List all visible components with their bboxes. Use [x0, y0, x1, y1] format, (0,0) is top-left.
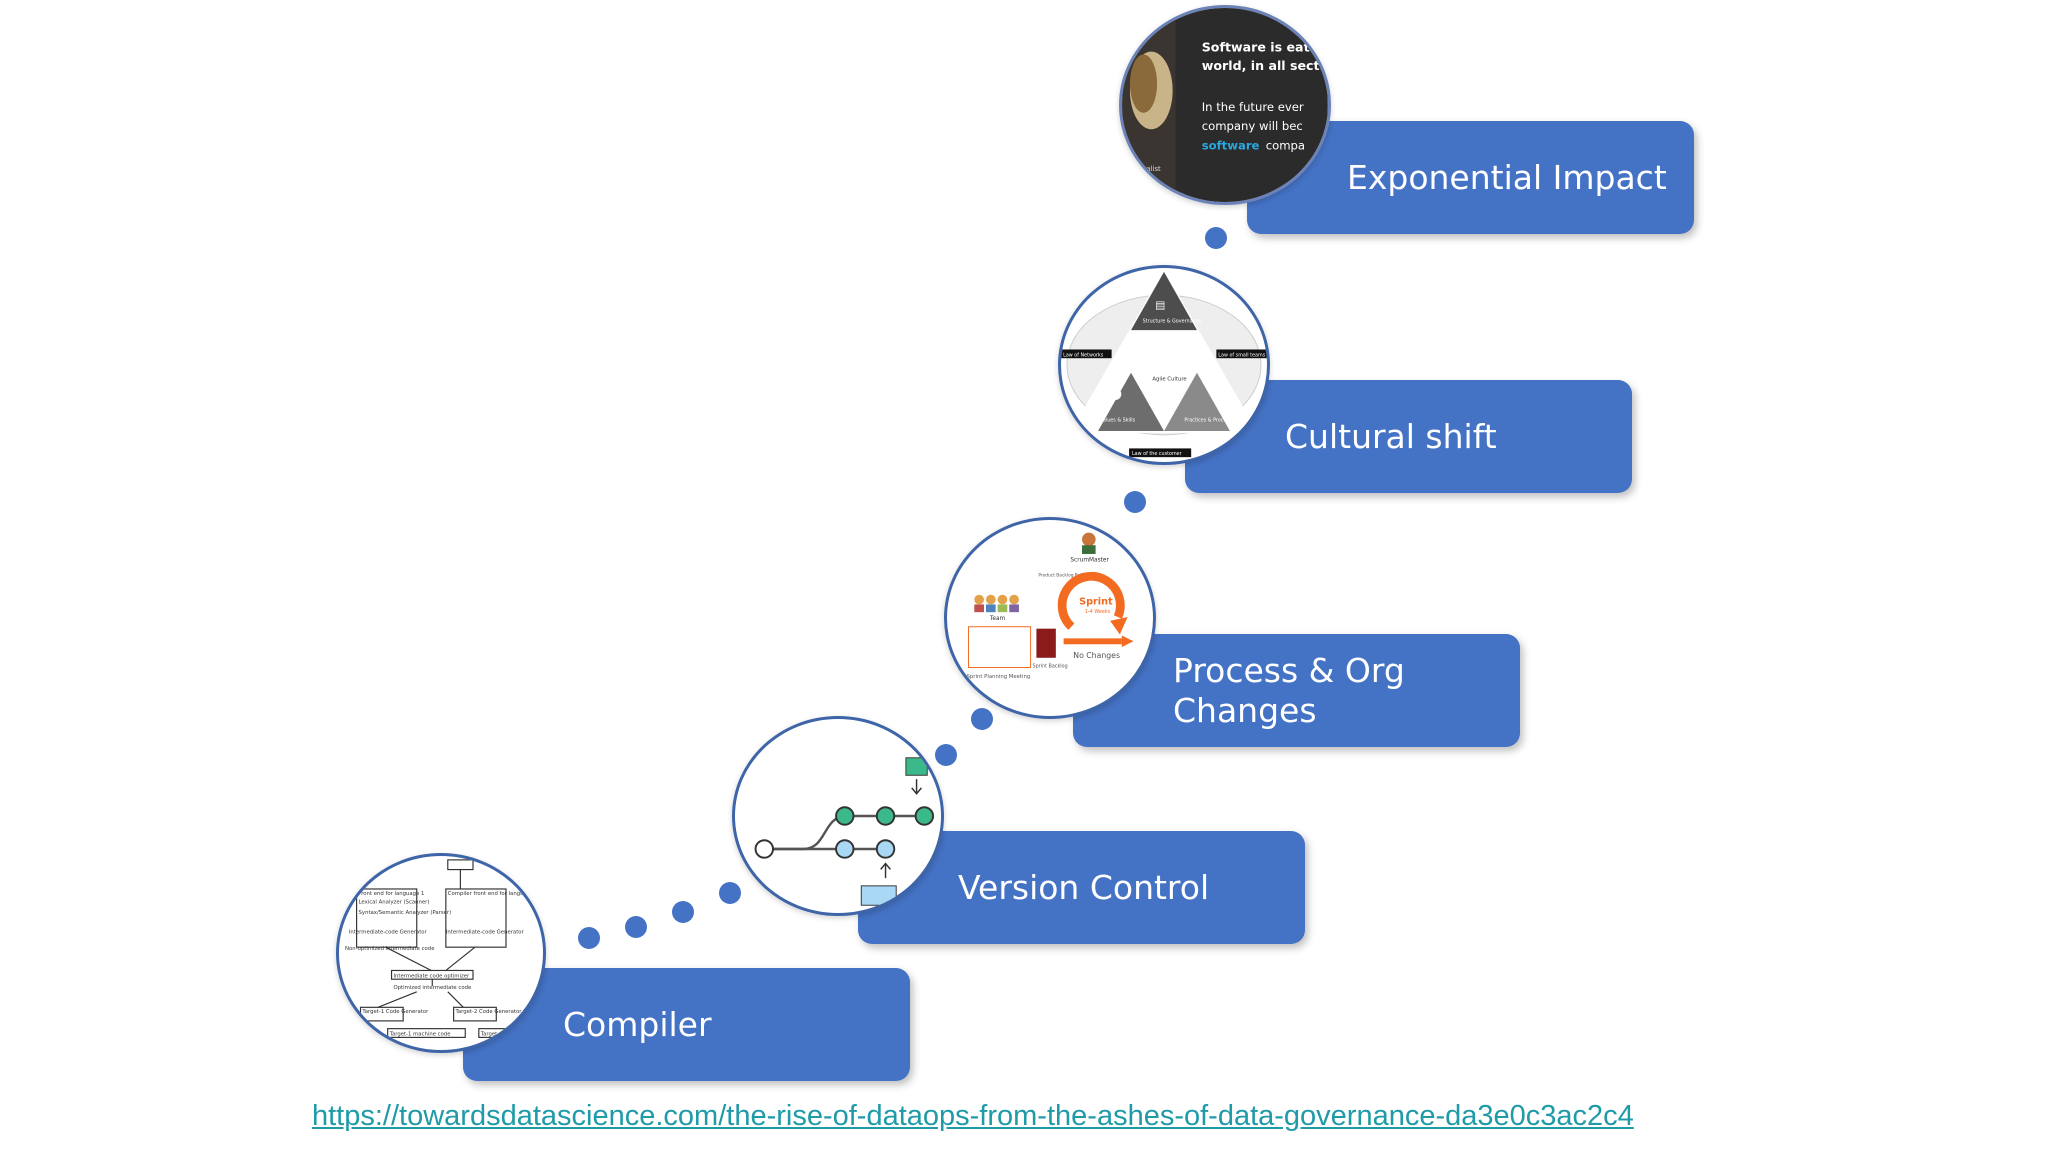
step-label: Exponential Impact — [1347, 157, 1667, 197]
svg-text:Team: Team — [989, 616, 1006, 622]
connector-dot — [578, 927, 600, 949]
svg-text:Intermediate-code Generator: Intermediate-code Generator — [349, 930, 428, 936]
svg-text:software: software — [1202, 139, 1260, 153]
connector-dot — [971, 708, 993, 730]
svg-text:Compiler front end for languag: Compiler front end for language — [448, 891, 534, 897]
svg-text:Target: Target — [480, 1031, 497, 1037]
svg-text:Intermediate-code Generator: Intermediate-code Generator — [446, 930, 525, 936]
connector-dot — [719, 882, 741, 904]
agile-culture-thumbnail: ▤ Structure & Governance Agile Culture V… — [1058, 265, 1270, 465]
svg-text:Structure & Governance: Structure & Governance — [1143, 318, 1202, 324]
step-label: Compiler — [563, 1004, 712, 1044]
svg-text:pitalist: pitalist — [1138, 165, 1161, 173]
svg-text:Intermediate code optimizer: Intermediate code optimizer — [393, 973, 470, 979]
svg-text:Non-optimized intermediate cod: Non-optimized intermediate code — [345, 946, 435, 952]
svg-text:Target-2 Code Generator: Target-2 Code Generator — [455, 1009, 523, 1015]
quote-thumbnail: Software is eat world, in all sect In th… — [1119, 5, 1331, 205]
connector-dot — [625, 916, 647, 938]
connector-dot — [1124, 491, 1146, 513]
svg-text:In the future ever: In the future ever — [1202, 100, 1304, 114]
svg-text:ScrumMaster: ScrumMaster — [1070, 558, 1109, 564]
svg-text:Sprint Planning Meeting: Sprint Planning Meeting — [967, 674, 1031, 680]
svg-text:Product Backlog Refinement: Product Backlog Refinement — [1038, 572, 1100, 578]
svg-text:Optimized intermediate code: Optimized intermediate code — [393, 985, 471, 991]
svg-text:Law of the customer: Law of the customer — [1132, 451, 1182, 457]
svg-text:company will bec: company will bec — [1202, 119, 1303, 133]
svg-text:Sprint Backlog: Sprint Backlog — [1033, 663, 1068, 669]
connector-dot — [935, 744, 957, 766]
scrum-sprint-image: ScrumMaster Product Backlog Refinement S… — [967, 532, 1134, 680]
compiler-thumbnail: Front end for language 1 Lexical Analyze… — [336, 853, 546, 1053]
svg-text:No Changes: No Changes — [1073, 651, 1120, 660]
svg-text:Practices & Processes: Practices & Processes — [1184, 417, 1237, 423]
svg-text:Target-1 Code Generator: Target-1 Code Generator — [361, 1009, 429, 1015]
svg-text:Agile Culture: Agile Culture — [1152, 377, 1186, 383]
compiler-flowchart-image: Front end for language 1 Lexical Analyze… — [345, 859, 534, 1038]
agile-culture-triangle-image: ▤ Structure & Governance Agile Culture V… — [1061, 269, 1267, 457]
svg-text:1-4 Weeks: 1-4 Weeks — [1085, 609, 1111, 615]
step-box-version-control: Version Control — [858, 831, 1305, 944]
svg-text:Front end for language 1: Front end for language 1 — [359, 891, 425, 897]
step-label: Version Control — [958, 867, 1210, 907]
scrum-thumbnail: ScrumMaster Product Backlog Refinement S… — [944, 517, 1156, 719]
svg-text:Values & Skills: Values & Skills — [1100, 417, 1136, 423]
git-branch-graph-image — [754, 757, 935, 906]
svg-text:Syntax/Semantic Analyzer (Pars: Syntax/Semantic Analyzer (Parser) — [359, 910, 452, 916]
svg-text:Law of small teams: Law of small teams — [1218, 352, 1265, 358]
step-label: Process & Org Changes — [1173, 650, 1405, 730]
svg-text:Target-1 machine code: Target-1 machine code — [389, 1031, 451, 1037]
source-link[interactable]: https://towardsdatascience.com/the-rise-… — [312, 1100, 1634, 1132]
step-label: Cultural shift — [1285, 416, 1497, 456]
svg-text:compa: compa — [1266, 139, 1305, 153]
svg-text:▤: ▤ — [1155, 299, 1165, 312]
connector-dot — [1205, 227, 1227, 249]
svg-text:Law of Networks: Law of Networks — [1063, 352, 1104, 358]
svg-text:Sprint: Sprint — [1079, 596, 1113, 607]
version-control-thumbnail — [732, 716, 944, 916]
step-box-process-org: Process & Org Changes — [1073, 634, 1520, 747]
svg-text:world, in all sect: world, in all sect — [1202, 58, 1320, 73]
connector-dot — [672, 901, 694, 923]
svg-text:Software is eat: Software is eat — [1202, 40, 1310, 55]
svg-text:Lexical Analyzer (Scanner): Lexical Analyzer (Scanner) — [359, 900, 430, 906]
software-quote-image: Software is eat world, in all sect In th… — [1122, 8, 1328, 202]
